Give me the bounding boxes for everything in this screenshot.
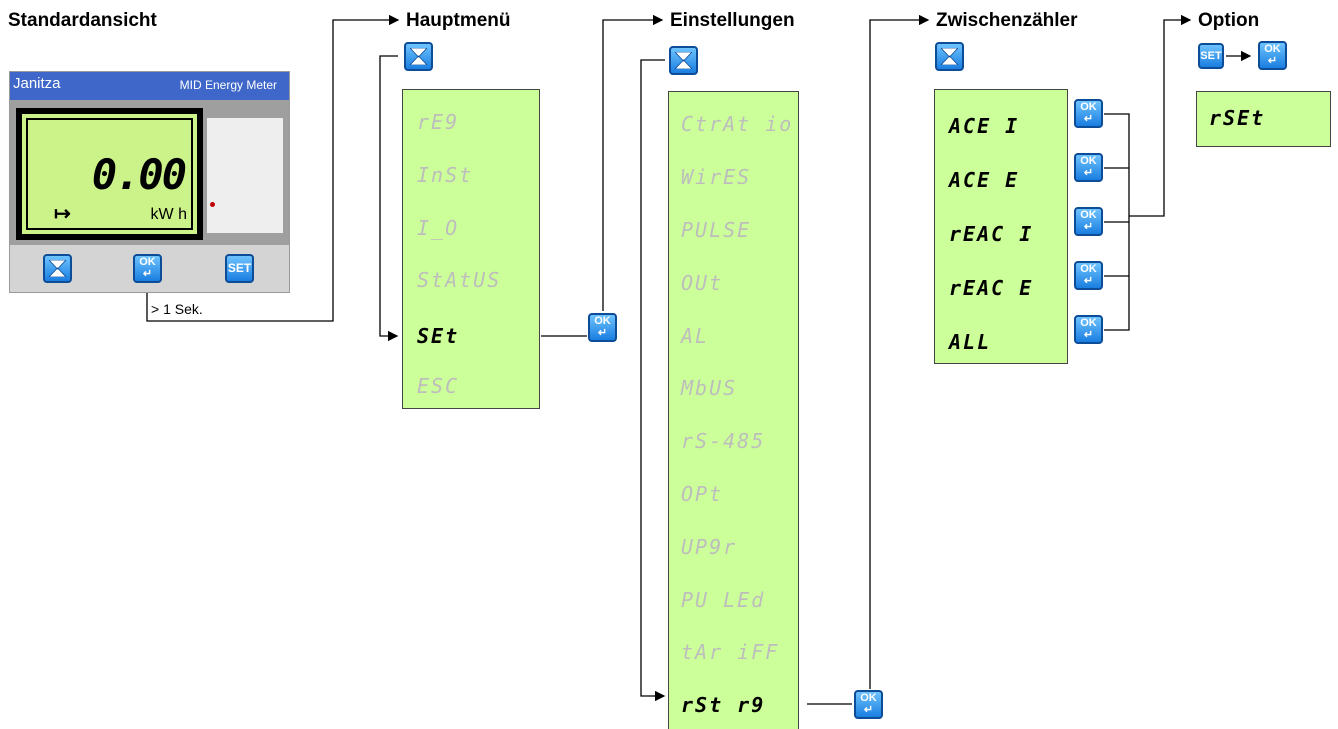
main-menu-item-status: StAtUS [417, 268, 502, 292]
down-arrow-icon [49, 260, 66, 277]
option-ok-button[interactable]: OK↵ [1258, 41, 1287, 70]
led-indicator [210, 202, 215, 207]
settings-panel: CtrAt io WirES PULSE OUt AL MbUS rS-485 … [668, 91, 799, 729]
main-menu-item-set: SEt [417, 324, 460, 348]
lcd-value: 0.00 [91, 150, 187, 199]
main-menu-item-esc: ESC [417, 374, 460, 398]
settings-item-ctratio: CtrAt io [681, 112, 794, 136]
main-menu-panel: rE9 InSt I_O StAtUS SEt ESC [402, 89, 540, 409]
main-menu-item-inst: InSt [417, 163, 474, 187]
intermediate-ok-button-1[interactable]: OK↵ [1074, 99, 1103, 128]
device-side-panel [207, 118, 283, 233]
device-header: Janitza MID Energy Meter [10, 72, 289, 100]
intermediate-down-button[interactable] [935, 42, 964, 71]
settings-item-tariff: tAr iFF [681, 640, 780, 664]
heading-option: Option [1198, 10, 1260, 31]
settings-item-rst-reg: rSt r9 [681, 693, 766, 717]
intermediate-item-ace-i: ACE I [949, 114, 1020, 138]
device-face: 0.00 ↦ kW h [10, 100, 289, 245]
enter-icon: ↵ [1083, 275, 1094, 287]
enter-icon: ↵ [142, 268, 153, 280]
option-panel: rSEt [1196, 91, 1331, 147]
heading-settings: Einstellungen [670, 10, 795, 31]
device-brand: Janitza [13, 75, 61, 92]
enter-icon: ↵ [1083, 167, 1094, 179]
intermediate-panel: ACE I ACE E rEAC I rEAC E ALL [934, 89, 1068, 364]
intermediate-ok-button-2[interactable]: OK↵ [1074, 153, 1103, 182]
down-arrow-icon [675, 52, 692, 69]
settings-item-pulse: PULSE [681, 218, 752, 242]
intermediate-item-reac-e: rEAC E [949, 276, 1034, 300]
settings-down-button[interactable] [669, 46, 698, 75]
enter-icon: ↵ [1083, 113, 1094, 125]
lcd-frame: 0.00 ↦ kW h [16, 108, 203, 240]
intermediate-ok-button-5[interactable]: OK↵ [1074, 315, 1103, 344]
main-menu-ok-button[interactable]: OK ↵ [588, 313, 617, 342]
energy-meter-device: Janitza MID Energy Meter 0.00 ↦ kW h OK … [9, 71, 290, 293]
down-arrow-icon [410, 48, 427, 65]
device-set-button[interactable]: SET [225, 254, 254, 283]
heading-intermediate-counter: Zwischenzähler [936, 10, 1078, 31]
enter-icon: ↵ [597, 327, 608, 339]
ok-label: OK [594, 315, 611, 327]
enter-icon: ↵ [863, 704, 874, 716]
settings-item-al: AL [681, 324, 710, 348]
heading-main-menu: Hauptmenü [406, 10, 511, 31]
settings-item-pu-led: PU LEd [681, 588, 766, 612]
settings-ok-button[interactable]: OK ↵ [854, 690, 883, 719]
enter-icon: ↵ [1083, 329, 1094, 341]
down-arrow-icon [941, 48, 958, 65]
settings-item-mbus: MbUS [681, 376, 738, 400]
intermediate-ok-button-4[interactable]: OK↵ [1074, 261, 1103, 290]
main-menu-item-io: I_O [417, 216, 460, 240]
settings-item-wires: WirES [681, 165, 752, 189]
settings-item-upgr: UP9r [681, 535, 738, 559]
heading-standard-view: Standardansicht [8, 10, 157, 31]
intermediate-ok-button-3[interactable]: OK↵ [1074, 207, 1103, 236]
settings-item-rs485: rS-485 [681, 429, 766, 453]
intermediate-item-ace-e: ACE E [949, 168, 1020, 192]
device-down-button[interactable] [43, 254, 72, 283]
ok-label: OK [860, 692, 877, 704]
main-menu-item-reg: rE9 [417, 110, 460, 134]
option-set-button[interactable]: SET [1198, 43, 1224, 69]
intermediate-item-all: ALL [949, 330, 992, 354]
main-menu-down-button[interactable] [404, 42, 433, 71]
device-model: MID Energy Meter [179, 78, 277, 92]
settings-item-opt: OPt [681, 482, 724, 506]
settings-item-out: OUt [681, 271, 724, 295]
lcd-unit: kW h [150, 206, 187, 223]
enter-icon: ↵ [1083, 221, 1094, 233]
intermediate-item-reac-i: rEAC I [949, 222, 1034, 246]
ok-label: OK [139, 256, 156, 268]
enter-icon: ↵ [1267, 55, 1278, 67]
hold-duration-note: > 1 Sek. [151, 301, 203, 317]
energy-direction-icon: ↦ [54, 203, 71, 225]
option-value-rset: rSEt [1209, 106, 1266, 130]
device-ok-button[interactable]: OK ↵ [133, 254, 162, 283]
lcd-display: 0.00 ↦ kW h [22, 114, 197, 234]
